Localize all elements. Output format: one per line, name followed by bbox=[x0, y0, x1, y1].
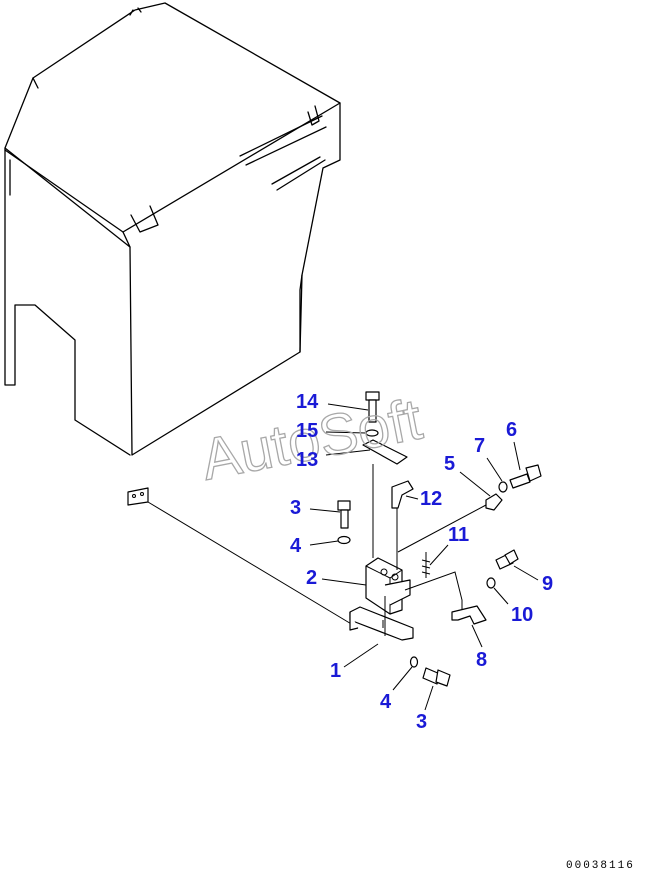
callout-5: 5 bbox=[444, 453, 455, 475]
callout-10: 10 bbox=[511, 604, 533, 626]
bolt-6 bbox=[509, 464, 542, 489]
callout-15: 15 bbox=[296, 420, 318, 442]
handle-12 bbox=[391, 480, 414, 509]
callout-1: 1 bbox=[330, 660, 341, 682]
callout-11: 11 bbox=[448, 524, 469, 546]
washer-7 bbox=[498, 481, 508, 493]
callout-labels: 14 15 13 7 6 5 12 3 4 11 2 9 10 1 8 4 3 bbox=[290, 391, 553, 733]
callout-3-lower: 3 bbox=[416, 711, 427, 733]
hinge-plate bbox=[127, 487, 149, 506]
callout-4-lower: 4 bbox=[380, 691, 392, 713]
bolt-14 bbox=[365, 391, 380, 423]
callout-12: 12 bbox=[420, 488, 442, 510]
support-block bbox=[365, 557, 411, 615]
callout-2: 2 bbox=[306, 567, 317, 589]
bolt-3-lower bbox=[422, 667, 451, 687]
callout-6: 6 bbox=[506, 419, 517, 441]
spring-11 bbox=[421, 552, 431, 578]
washer-4-lower bbox=[409, 656, 419, 668]
callout-3-upper: 3 bbox=[290, 497, 301, 519]
rod-link bbox=[404, 571, 463, 612]
callout-8: 8 bbox=[476, 649, 487, 671]
bracket-part bbox=[349, 606, 414, 641]
bolt-3-upper bbox=[337, 500, 351, 529]
callout-9: 9 bbox=[542, 573, 553, 595]
callout-leaders bbox=[309, 403, 539, 711]
washer-10 bbox=[486, 577, 496, 589]
leader-5 bbox=[397, 504, 487, 553]
clip-8 bbox=[451, 605, 487, 625]
callout-13: 13 bbox=[296, 449, 318, 471]
cab-housing bbox=[4, 2, 341, 456]
top-plate bbox=[362, 439, 408, 465]
callout-4-upper: 4 bbox=[290, 535, 302, 557]
knob-5 bbox=[485, 493, 503, 511]
bolt-9 bbox=[495, 549, 519, 570]
callout-7: 7 bbox=[474, 435, 485, 457]
leader-plate bbox=[147, 501, 359, 629]
drawing-code: 00038116 bbox=[566, 860, 635, 872]
callout-14: 14 bbox=[296, 391, 319, 413]
washer-4-upper bbox=[337, 535, 351, 545]
